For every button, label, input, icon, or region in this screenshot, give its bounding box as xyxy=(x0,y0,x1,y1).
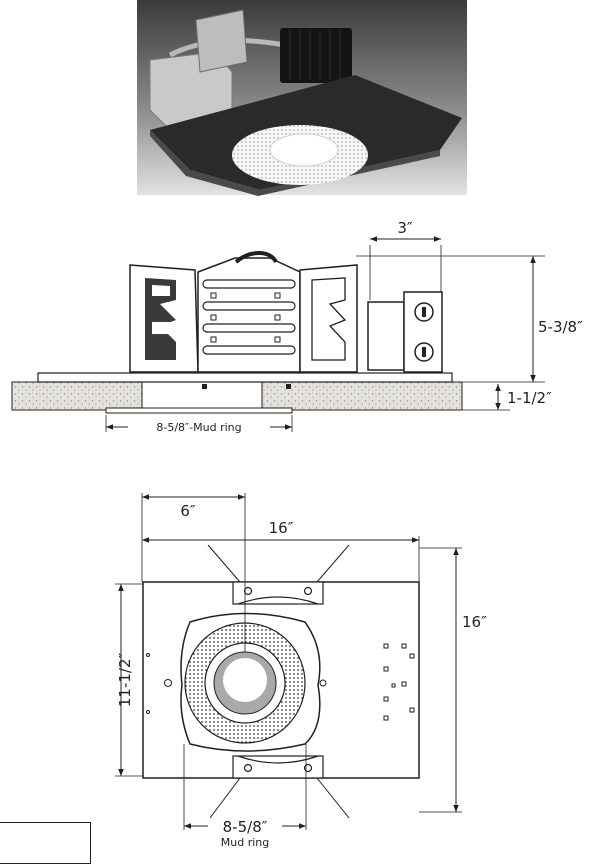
ceiling-section-left xyxy=(11,381,143,411)
bar-clip-bottom xyxy=(232,755,324,779)
dim-ceiling-thickness: 1-1/2″ xyxy=(507,389,552,407)
dim-mud-ring-side: 8-5/8″-Mud ring xyxy=(156,421,241,434)
dim-junction-box-width: 3″ xyxy=(397,219,413,237)
dim-bar-spacing: 11-1/2″ xyxy=(116,652,134,707)
dim-mud-ring-size: 8-5/8″ xyxy=(223,818,268,836)
driver-heatsink xyxy=(280,28,352,83)
junction-box-side xyxy=(367,301,405,371)
bar-clip-top xyxy=(232,581,324,605)
dim-center-offset: 6″ xyxy=(180,502,196,520)
dim-total-height: 5-3/8″ xyxy=(538,318,583,336)
hanger-bracket-right xyxy=(299,264,358,373)
dim-frame-width: 16″ xyxy=(269,519,294,537)
product-photo xyxy=(137,0,467,196)
mud-ring-side xyxy=(105,407,293,414)
mud-ring-caption: Mud ring xyxy=(221,836,269,849)
plan-view: 6″ 16″ 16″ 11-1/2″ 8-5/8″ Mud ring xyxy=(115,493,487,849)
title-block-frame xyxy=(0,822,91,864)
ceiling-section-right xyxy=(261,381,463,411)
side-elevation: 3″ 5-3/8″ 1-1/2″ 8-5/8″-Mud ring xyxy=(11,219,583,434)
mounting-plate-side xyxy=(37,372,453,383)
dim-frame-length: 16″ xyxy=(462,613,487,631)
